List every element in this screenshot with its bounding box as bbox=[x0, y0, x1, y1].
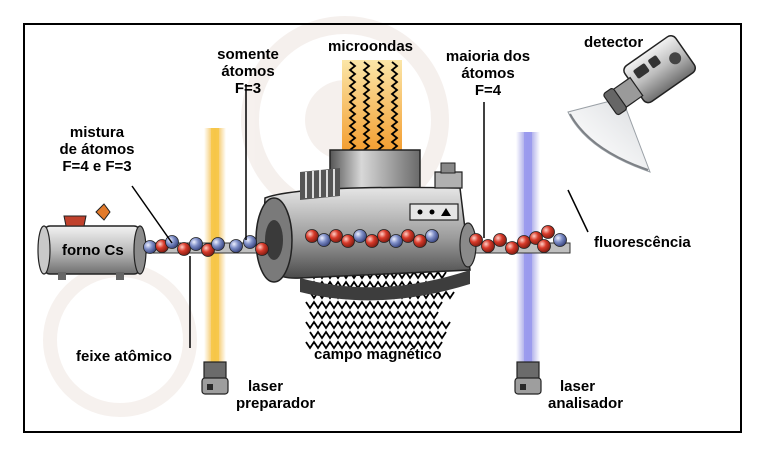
magnetic-field-line bbox=[309, 310, 439, 320]
label-majority-f4-line-2: átomos bbox=[461, 65, 515, 82]
atom-blue bbox=[425, 229, 439, 243]
microwave-wave-line bbox=[362, 61, 371, 151]
atom-red bbox=[255, 242, 269, 256]
atom-blue bbox=[211, 237, 225, 251]
laser-emitter-icon bbox=[201, 361, 229, 395]
atom-red bbox=[329, 229, 343, 243]
magnetic-field-line bbox=[309, 330, 447, 340]
label-microwaves: microondas bbox=[328, 38, 414, 55]
leader-lines bbox=[131, 84, 589, 348]
magnetic-field-line bbox=[305, 340, 443, 350]
atom-blue bbox=[553, 233, 567, 247]
atom-blue bbox=[353, 229, 367, 243]
label-oven: forno Cs bbox=[62, 242, 124, 259]
atom-red bbox=[305, 229, 319, 243]
atom-blue bbox=[229, 239, 243, 253]
atom-red bbox=[469, 233, 483, 247]
label-detector: detector bbox=[584, 34, 644, 51]
fluorescence-cone bbox=[567, 97, 651, 173]
label-only-f3: somente átomos F=3 bbox=[208, 46, 288, 97]
label-laser-prep-line-1: laser bbox=[248, 378, 284, 395]
detector-camera-icon bbox=[603, 34, 696, 116]
atom-red bbox=[413, 234, 427, 248]
label-mixture-line-3: F=4 e F=3 bbox=[62, 158, 132, 175]
atom-red bbox=[493, 233, 507, 247]
atom-blue bbox=[389, 234, 403, 248]
atom-red bbox=[541, 225, 555, 239]
label-only-f3-line-3: F=3 bbox=[234, 80, 262, 97]
atom-red bbox=[377, 229, 391, 243]
microwave-wave-line bbox=[376, 61, 385, 151]
label-majority-f4-line-1: maioria dos bbox=[445, 48, 531, 65]
label-mixture: mistura de átomos F=4 e F=3 bbox=[42, 124, 152, 175]
atom-blue bbox=[317, 233, 331, 247]
atom-red bbox=[401, 229, 415, 243]
atom-red bbox=[481, 239, 495, 253]
label-laser-prep-line-2: preparador bbox=[236, 395, 316, 412]
label-only-f3-line-2: átomos bbox=[221, 63, 275, 80]
label-laser-analyzer-line-2: analisador bbox=[548, 395, 624, 412]
label-beam: feixe atômico bbox=[76, 348, 172, 365]
label-mixture-line-1: mistura bbox=[69, 124, 125, 141]
label-laser-prep: laser preparador bbox=[236, 378, 315, 412]
microwave-waves bbox=[342, 60, 402, 156]
atom-red bbox=[537, 239, 551, 253]
label-magnetic-field: campo magnético bbox=[314, 346, 442, 363]
atom-blue bbox=[189, 237, 203, 251]
atom-blue bbox=[143, 240, 157, 254]
label-laser-analyzer: laser analisador bbox=[548, 378, 623, 412]
oven-icon bbox=[37, 203, 147, 280]
magnetic-field-line bbox=[305, 320, 451, 330]
magnetic-field-line bbox=[305, 300, 443, 310]
label-fluorescence: fluorescência bbox=[594, 234, 691, 251]
atom-red bbox=[201, 243, 215, 257]
label-only-f3-line-1: somente bbox=[217, 46, 279, 63]
atom-red bbox=[517, 235, 531, 249]
atom-red bbox=[365, 234, 379, 248]
atom-red bbox=[341, 234, 355, 248]
atom-red bbox=[505, 241, 519, 255]
microwave-wave-line bbox=[390, 61, 399, 151]
label-majority-f4: maioria dos átomos F=4 bbox=[430, 48, 546, 99]
diagram-frame bbox=[23, 23, 742, 433]
label-mixture-line-2: de átomos bbox=[59, 141, 135, 158]
laser-emitter-icon bbox=[514, 361, 542, 395]
cesium-atoms bbox=[143, 225, 567, 257]
label-majority-f4-line-3: F=4 bbox=[474, 82, 502, 99]
atom-red bbox=[177, 242, 191, 256]
microwave-wave-line bbox=[348, 61, 357, 151]
label-laser-analyzer-line-1: laser bbox=[560, 378, 596, 395]
